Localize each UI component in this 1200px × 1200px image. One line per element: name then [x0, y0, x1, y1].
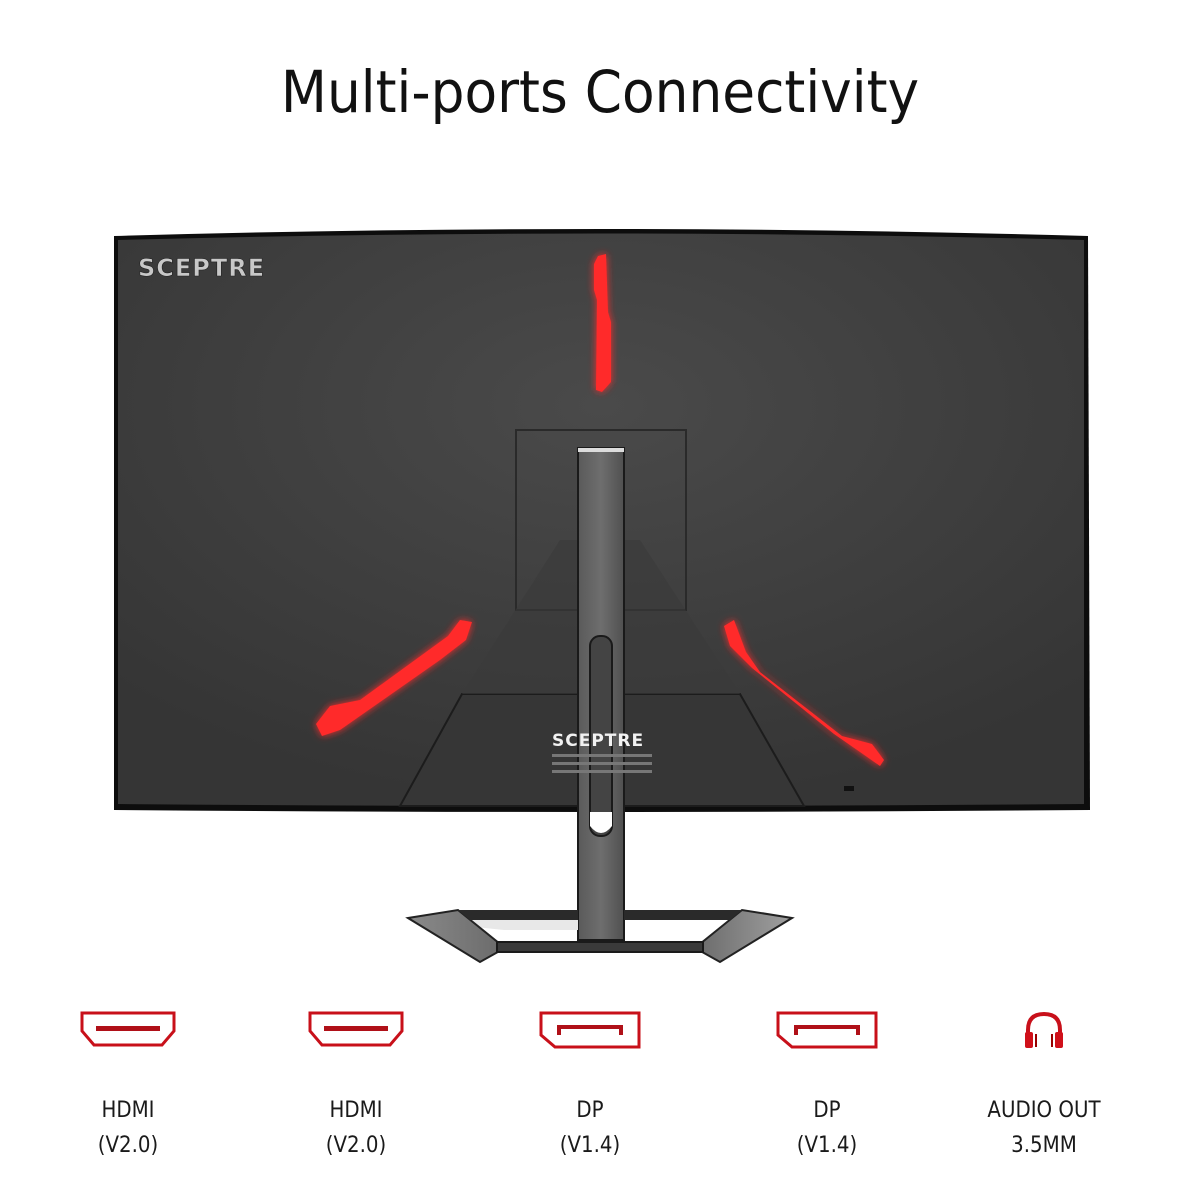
- page-title: Multi-ports Connectivity: [280, 58, 920, 126]
- ports-list: HDMI (V2.0) HDMI (V2.0) DP (V1.4): [0, 1005, 1200, 1185]
- displayport-icon: [490, 1005, 690, 1055]
- hdmi-port-icon: [256, 1005, 456, 1055]
- port-item-hdmi-1: HDMI (V2.0): [28, 1005, 228, 1163]
- hdmi-port-icon: [28, 1005, 228, 1055]
- headphones-icon: [944, 1005, 1144, 1055]
- monitor-rear-view: SCEPTRE SCEPTRE: [114, 229, 1090, 964]
- port-item-hdmi-2: HDMI (V2.0): [256, 1005, 456, 1163]
- left-red-light: [316, 620, 472, 736]
- right-red-light: [724, 620, 884, 766]
- stand-brand-logo: SCEPTRE: [552, 731, 644, 751]
- stand-base: [405, 908, 795, 964]
- port-item-dp-1: DP (V1.4): [490, 1005, 690, 1163]
- top-red-light: [594, 254, 611, 392]
- port-item-audio-out: AUDIO OUT 3.5MM: [944, 1005, 1144, 1163]
- displayport-icon: [727, 1005, 927, 1055]
- brand-logo: SCEPTRE: [138, 254, 265, 282]
- port-item-dp-2: DP (V1.4): [727, 1005, 927, 1163]
